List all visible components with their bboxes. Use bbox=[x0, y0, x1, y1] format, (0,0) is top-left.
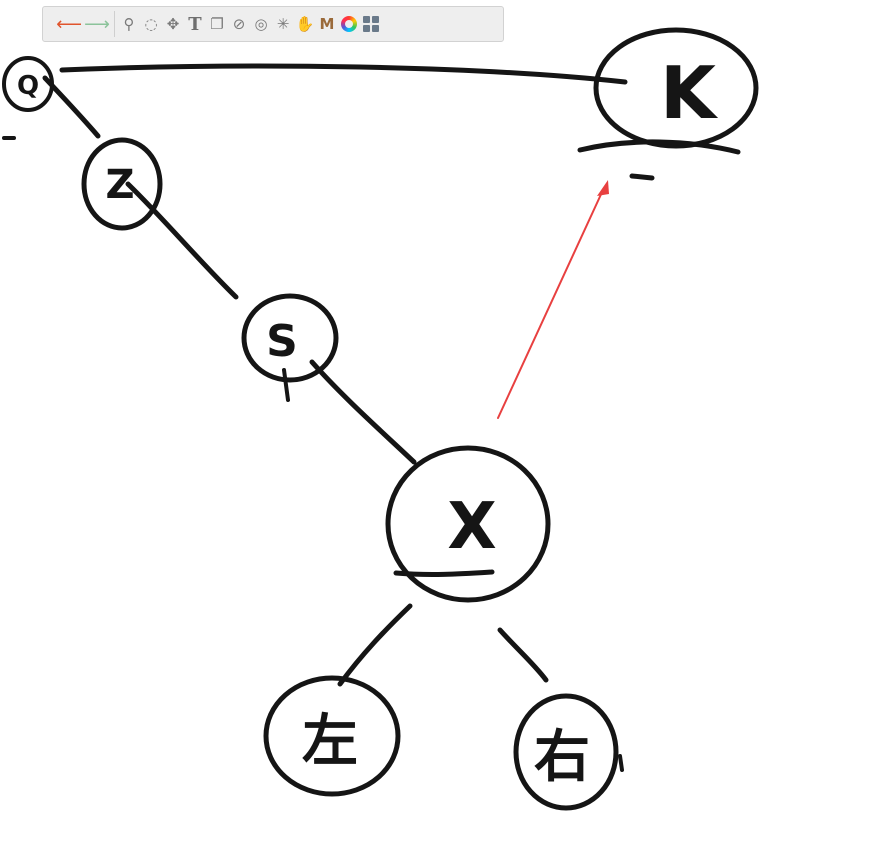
panels-icon[interactable] bbox=[360, 11, 382, 37]
lasso-icon[interactable]: ◌ bbox=[144, 15, 158, 33]
text-tool-icon[interactable]: T bbox=[188, 13, 202, 35]
annotation-arrow bbox=[497, 180, 609, 419]
hand-icon[interactable]: ✋ bbox=[295, 15, 315, 33]
edge-x-left bbox=[337, 603, 413, 687]
node-left-label: 左 bbox=[302, 709, 358, 774]
move-icon[interactable]: ✥ bbox=[166, 15, 180, 33]
node-k: K bbox=[577, 27, 759, 181]
node-q: Q bbox=[2, 56, 54, 140]
node-s-label: S bbox=[266, 316, 298, 367]
node-z: Z bbox=[81, 137, 163, 231]
edge-q-z bbox=[42, 75, 101, 139]
node-q-label: Q bbox=[17, 71, 39, 101]
edge-x-right bbox=[497, 627, 549, 683]
color-wheel-icon[interactable] bbox=[338, 11, 360, 37]
drawing-toolbar: ⟵ ⟶ ⚲ ◌ ✥ T ❐ ⊘ ◎ ✳ ✋ M bbox=[42, 6, 504, 42]
page-icon[interactable]: ❐ bbox=[210, 15, 224, 33]
undo-icon[interactable]: ⟵ bbox=[56, 13, 82, 35]
select-icon[interactable]: ✳ bbox=[276, 15, 290, 33]
highlighter-icon[interactable]: M bbox=[319, 15, 335, 33]
shape-icon[interactable]: ◎ bbox=[254, 15, 268, 33]
redo-icon[interactable]: ⟶ bbox=[84, 13, 110, 35]
eraser-icon[interactable]: ⊘ bbox=[232, 15, 246, 33]
node-k-label: K bbox=[660, 51, 718, 135]
toolbar-divider bbox=[114, 11, 115, 37]
node-z-label: Z bbox=[105, 162, 134, 208]
edge-s-x bbox=[309, 359, 417, 465]
edge-z-s bbox=[125, 181, 239, 300]
node-right-label: 右 bbox=[534, 725, 590, 790]
node-x: X bbox=[385, 445, 551, 603]
node-s: S bbox=[241, 293, 339, 402]
node-left: 左 bbox=[263, 675, 401, 797]
node-right: 右 bbox=[513, 693, 624, 811]
node-x-label: X bbox=[447, 490, 496, 564]
edge-q-k bbox=[59, 63, 628, 85]
zoom-icon[interactable]: ⚲ bbox=[123, 15, 135, 33]
